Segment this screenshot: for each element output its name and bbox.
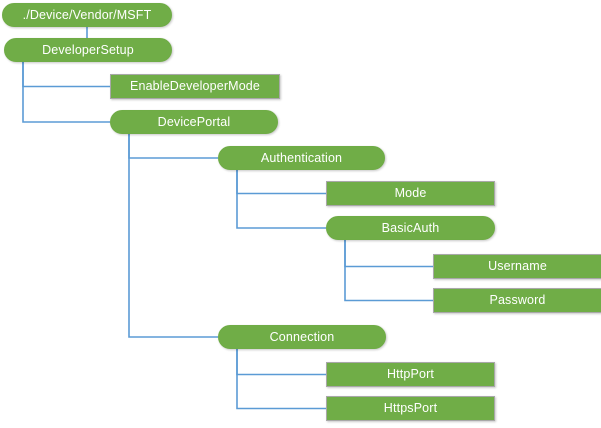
node-authentication[interactable]: Authentication	[218, 146, 385, 170]
node-root[interactable]: ./Device/Vendor/MSFT	[2, 3, 172, 27]
node-label-httpsport: HttpsPort	[383, 401, 438, 416]
node-httpsport[interactable]: HttpsPort	[326, 396, 495, 421]
connector-basicauth-username	[344, 240, 433, 268]
connector-deviceportal-connection	[128, 134, 218, 338]
connector-deviceportal-authentication	[128, 134, 218, 159]
node-username[interactable]: Username	[433, 254, 601, 279]
node-developersetup[interactable]: DeveloperSetup	[4, 38, 172, 62]
connector-authentication-mode	[236, 170, 326, 195]
node-label-connection: Connection	[269, 329, 335, 344]
node-label-password: Password	[489, 293, 546, 308]
connector-developersetup-deviceportal	[22, 62, 110, 123]
node-password[interactable]: Password	[433, 288, 601, 313]
node-label-authentication: Authentication	[260, 150, 343, 165]
node-label-mode: Mode	[394, 186, 427, 201]
node-label-basicauth: BasicAuth	[381, 220, 440, 235]
connector-basicauth-password	[344, 240, 433, 302]
connector-developersetup-enabledevelopermode	[22, 62, 110, 88]
node-deviceportal[interactable]: DevicePortal	[110, 110, 278, 134]
node-connection[interactable]: Connection	[218, 325, 386, 349]
connector-connection-httpsport	[236, 349, 326, 410]
connector-connection-httpport	[236, 349, 326, 376]
node-label-deviceportal: DevicePortal	[157, 114, 231, 129]
node-enabledevelopermode[interactable]: EnableDeveloperMode	[110, 74, 280, 99]
node-label-root: ./Device/Vendor/MSFT	[22, 7, 152, 22]
node-label-httpport: HttpPort	[386, 367, 435, 382]
node-httpport[interactable]: HttpPort	[326, 362, 495, 387]
node-label-enabledevelopermode: EnableDeveloperMode	[129, 79, 261, 94]
node-basicauth[interactable]: BasicAuth	[326, 216, 495, 240]
node-label-username: Username	[488, 259, 547, 274]
node-label-developersetup: DeveloperSetup	[42, 42, 134, 57]
node-mode[interactable]: Mode	[326, 181, 495, 206]
connector-authentication-basicauth	[236, 170, 326, 229]
